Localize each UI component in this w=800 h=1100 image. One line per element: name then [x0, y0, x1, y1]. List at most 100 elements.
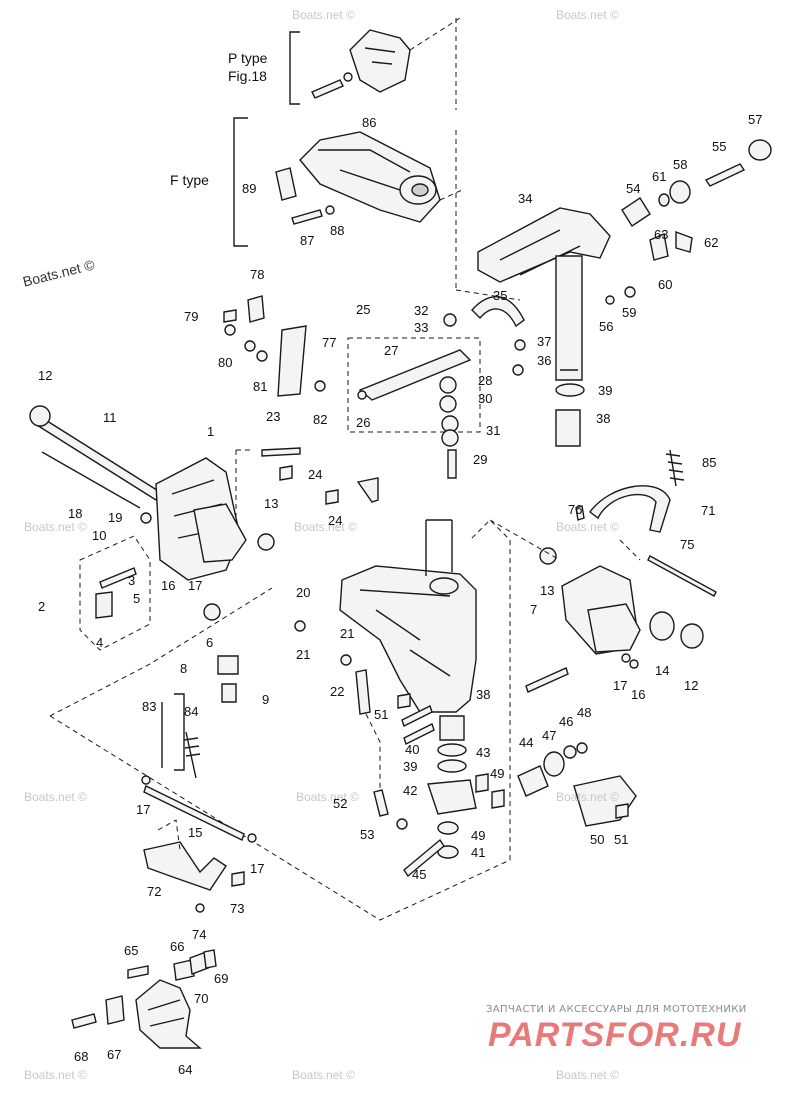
callout: 89: [242, 181, 257, 196]
callout: 44: [519, 735, 534, 750]
callout: 9: [262, 692, 270, 707]
callout: 16: [631, 687, 646, 702]
shop-logo: PARTSFOR.RU: [488, 1016, 742, 1054]
callout: 61: [652, 169, 667, 184]
callout: 30: [478, 391, 493, 406]
callout: 24: [328, 513, 343, 528]
callout: 21: [296, 647, 311, 662]
callout: 70: [194, 991, 209, 1006]
callout: 39: [403, 759, 418, 774]
callout: 51: [614, 832, 629, 847]
callout: 39: [598, 383, 613, 398]
callout: 49: [490, 766, 505, 781]
callout: 13: [540, 583, 555, 598]
callout: 72: [147, 884, 162, 899]
callout: 62: [704, 235, 719, 250]
watermark: Boats.net ©: [556, 1068, 619, 1082]
p-type-figure-ref: Fig.18: [228, 68, 267, 84]
callout: 67: [107, 1047, 122, 1062]
callout: 75: [680, 537, 695, 552]
right-lower-group: [517, 742, 637, 827]
callout: 17: [250, 861, 265, 876]
callout: 51: [374, 707, 389, 722]
lever-group: [347, 313, 481, 479]
callout: 81: [253, 379, 268, 394]
callout: 2: [38, 599, 46, 614]
callout: 17: [188, 578, 203, 593]
upper-left-parts: [223, 295, 326, 397]
callout: 87: [300, 233, 315, 248]
callout: 85: [702, 455, 717, 470]
clamp-right-group: [489, 449, 717, 693]
callout: 88: [330, 223, 345, 238]
p-type-group: [289, 17, 461, 105]
callout: 12: [684, 678, 699, 693]
callout: 8: [180, 661, 188, 676]
f-type-label: F type: [170, 172, 209, 188]
callout: 20: [296, 585, 311, 600]
f-type-group: [233, 18, 521, 301]
callout: 36: [537, 353, 552, 368]
callout: 24: [308, 467, 323, 482]
callout: 17: [136, 802, 151, 817]
callout: 59: [622, 305, 637, 320]
callout: 55: [712, 139, 727, 154]
callout: 86: [362, 115, 377, 130]
callout: 6: [206, 635, 214, 650]
callout: 22: [330, 684, 345, 699]
callout: 21: [340, 626, 355, 641]
shop-caption: ЗАПЧАСТИ И АКСЕССУАРЫ ДЛЯ МОТОТЕХНИКИ: [486, 1004, 747, 1015]
callout: 43: [476, 745, 491, 760]
callout: 41: [471, 845, 486, 860]
watermark: Boats.net ©: [24, 520, 87, 534]
callout: 16: [161, 578, 176, 593]
callout: 18: [68, 506, 83, 521]
callout: 50: [590, 832, 605, 847]
callout: 60: [658, 277, 673, 292]
callout: 83: [142, 699, 157, 714]
callout: 42: [403, 783, 418, 798]
callout: 32: [414, 303, 429, 318]
callout: 73: [230, 901, 245, 916]
callout: 38: [596, 411, 611, 426]
callout: 82: [313, 412, 328, 427]
callout: 25: [356, 302, 371, 317]
callout: 11: [103, 410, 117, 425]
lower-swivel-group: [355, 669, 505, 878]
callout: 14: [655, 663, 670, 678]
callout: 29: [473, 452, 488, 467]
callout: 38: [476, 687, 491, 702]
callout: 58: [673, 157, 688, 172]
callout: 64: [178, 1062, 193, 1077]
callout: 52: [333, 796, 348, 811]
callout: 49: [471, 828, 486, 843]
callout: 34: [518, 191, 533, 206]
callout: 84: [184, 704, 199, 719]
callout: 35: [493, 288, 508, 303]
callout: 13: [264, 496, 279, 511]
watermark: Boats.net ©: [296, 790, 359, 804]
callout: 80: [218, 355, 233, 370]
swivel-case-group: [261, 447, 477, 713]
callout: 1: [207, 424, 215, 439]
callout: 5: [133, 591, 141, 606]
callout: 31: [486, 423, 501, 438]
callout: 54: [626, 181, 641, 196]
callout: 68: [74, 1049, 89, 1064]
callout: 45: [412, 867, 427, 882]
callout: 56: [599, 319, 614, 334]
callout: 76: [568, 502, 583, 517]
watermark: Boats.net ©: [556, 520, 619, 534]
callout: 12: [38, 368, 53, 383]
callout: 4: [96, 635, 104, 650]
callout: 33: [414, 320, 429, 335]
callout: 69: [214, 971, 229, 986]
watermark: Boats.net ©: [556, 8, 619, 22]
steering-arm-group: [471, 139, 772, 447]
callout: 10: [92, 528, 107, 543]
callout: 19: [108, 510, 123, 525]
watermark: Boats.net ©: [292, 1068, 355, 1082]
lower-left-group: [71, 693, 257, 1049]
